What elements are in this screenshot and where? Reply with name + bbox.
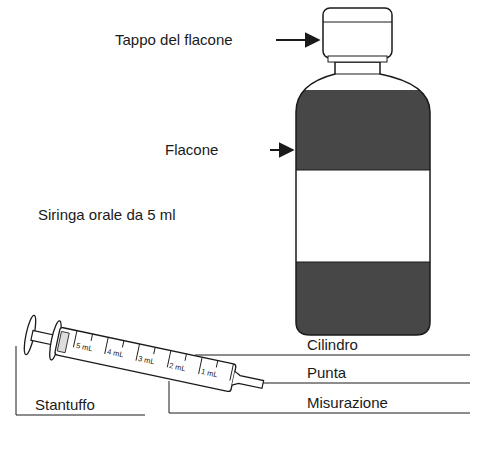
scale-ticks <box>73 331 233 381</box>
bottle-dark-band <box>290 262 440 342</box>
bottle-ground <box>290 55 440 345</box>
syringe-tip <box>232 371 264 391</box>
leader-line <box>169 381 470 413</box>
cap-line <box>323 22 392 23</box>
bottle-dark-band <box>290 90 440 170</box>
oral-syringe <box>22 315 267 404</box>
leader-lines <box>16 346 470 415</box>
pointer-arrow <box>276 39 319 41</box>
part-label: Flacone <box>165 141 218 158</box>
part-label: Punta <box>307 364 346 381</box>
neck-ring <box>335 74 380 75</box>
leader-line <box>195 355 470 356</box>
part-label: Cilindro <box>307 336 358 353</box>
scale-tick <box>91 334 92 341</box>
leader-line <box>263 383 470 384</box>
scale-tick <box>122 341 123 348</box>
label-edge <box>296 262 430 263</box>
figure-label: Siringa orale da 5 ml <box>38 206 176 223</box>
cap-rim <box>328 56 387 62</box>
bottle <box>290 8 440 345</box>
scale-tick <box>216 361 217 368</box>
barrel <box>54 327 236 392</box>
plunger-seal <box>57 331 69 352</box>
leader-line <box>16 346 145 415</box>
scale-tick <box>230 364 234 381</box>
part-label: Stantuffo <box>35 396 95 413</box>
scale-tick <box>185 354 186 361</box>
label-edge <box>296 170 430 171</box>
pointer-arrow <box>270 149 293 151</box>
bottle-cap <box>323 8 392 58</box>
part-label: Tappo del flacone <box>115 31 233 48</box>
bottle-body-fill <box>290 55 440 345</box>
part-label: Misurazione <box>307 394 388 411</box>
scale-tick <box>154 347 155 354</box>
bottle-outline <box>296 62 430 335</box>
